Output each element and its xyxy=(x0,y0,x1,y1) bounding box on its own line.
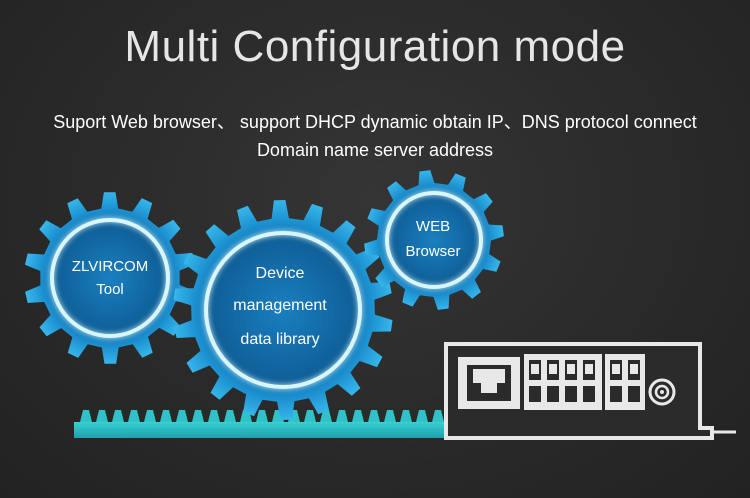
gear-library-label-1: Device xyxy=(256,265,305,282)
terminal-block-icon xyxy=(524,354,602,410)
feature-description-line-1: Suport Web browser、 support DHCP dynamic… xyxy=(53,112,697,132)
gear-web-label-1: WEB xyxy=(416,218,450,235)
terminal-block-icon xyxy=(605,354,645,410)
page-title: Multi Configuration mode xyxy=(124,22,626,71)
dc-power-jack-icon xyxy=(648,378,676,406)
gear-library-label-3: data library xyxy=(240,331,319,348)
gear-tool xyxy=(25,192,195,364)
gear-library-label-2: management xyxy=(233,297,327,314)
gear-tool-label-1: ZLVIRCOM xyxy=(72,258,148,275)
gear-tool-label-2: Tool xyxy=(96,281,124,298)
gear-web xyxy=(364,170,504,310)
gear-library xyxy=(173,200,393,420)
rj45-port-icon xyxy=(458,357,520,409)
feature-description: Suport Web browser、 support DHCP dynamic… xyxy=(0,108,750,164)
feature-description-line-2: Domain name server address xyxy=(256,140,494,160)
gear-web-label-2: Browser xyxy=(405,243,460,260)
gear-rack xyxy=(74,410,446,438)
serial-server-device xyxy=(444,342,736,440)
